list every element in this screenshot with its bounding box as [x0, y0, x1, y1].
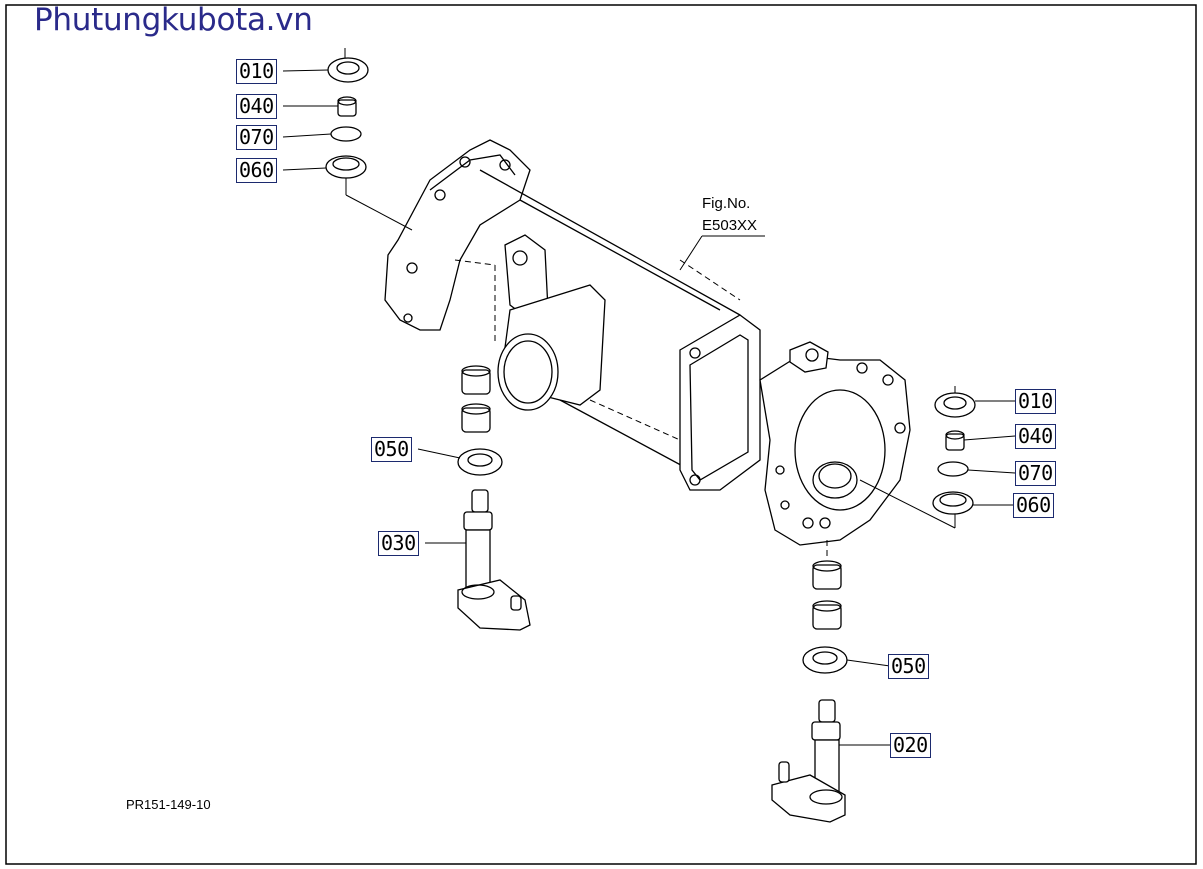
right-bearing-010 [934, 386, 976, 418]
left-bushing-upper [461, 365, 491, 395]
left-shaft-030 [457, 489, 531, 631]
callout-left-070[interactable]: 070 [236, 125, 277, 150]
callout-right-060[interactable]: 060 [1013, 493, 1054, 518]
axle-housing [384, 139, 911, 546]
callout-right-020[interactable]: 020 [890, 733, 931, 758]
callout-right-050[interactable]: 050 [888, 654, 929, 679]
right-shaft-020 [771, 699, 846, 823]
figure-ref-line2: E503XX [702, 217, 758, 234]
drawing-code: PR151-149-10 [126, 797, 211, 812]
right-collar-040 [945, 430, 965, 451]
left-bearing-010 [327, 48, 369, 83]
callout-left-030[interactable]: 030 [378, 531, 419, 556]
left-ring-070 [330, 126, 362, 142]
left-collar-040 [337, 96, 357, 117]
callout-left-050[interactable]: 050 [371, 437, 412, 462]
figure-ref-line1: Fig.No. [702, 195, 751, 212]
callout-right-070[interactable]: 070 [1015, 461, 1056, 486]
left-bearing-050 [457, 448, 503, 476]
right-bushing-upper [812, 560, 842, 590]
right-ring-070 [937, 461, 969, 477]
left-seal-060 [325, 155, 367, 179]
diagram-border [5, 4, 1197, 865]
right-bearing-050 [802, 646, 848, 674]
watermark-logo: Phutungkubota.vn [34, 2, 313, 38]
callout-left-060[interactable]: 060 [236, 158, 277, 183]
callout-left-010[interactable]: 010 [236, 59, 277, 84]
callout-left-040[interactable]: 040 [236, 94, 277, 119]
callout-right-010[interactable]: 010 [1015, 389, 1056, 414]
right-bushing-lower [812, 600, 842, 630]
callout-right-040[interactable]: 040 [1015, 424, 1056, 449]
right-seal-060 [932, 491, 974, 515]
left-bushing-lower [461, 403, 491, 433]
